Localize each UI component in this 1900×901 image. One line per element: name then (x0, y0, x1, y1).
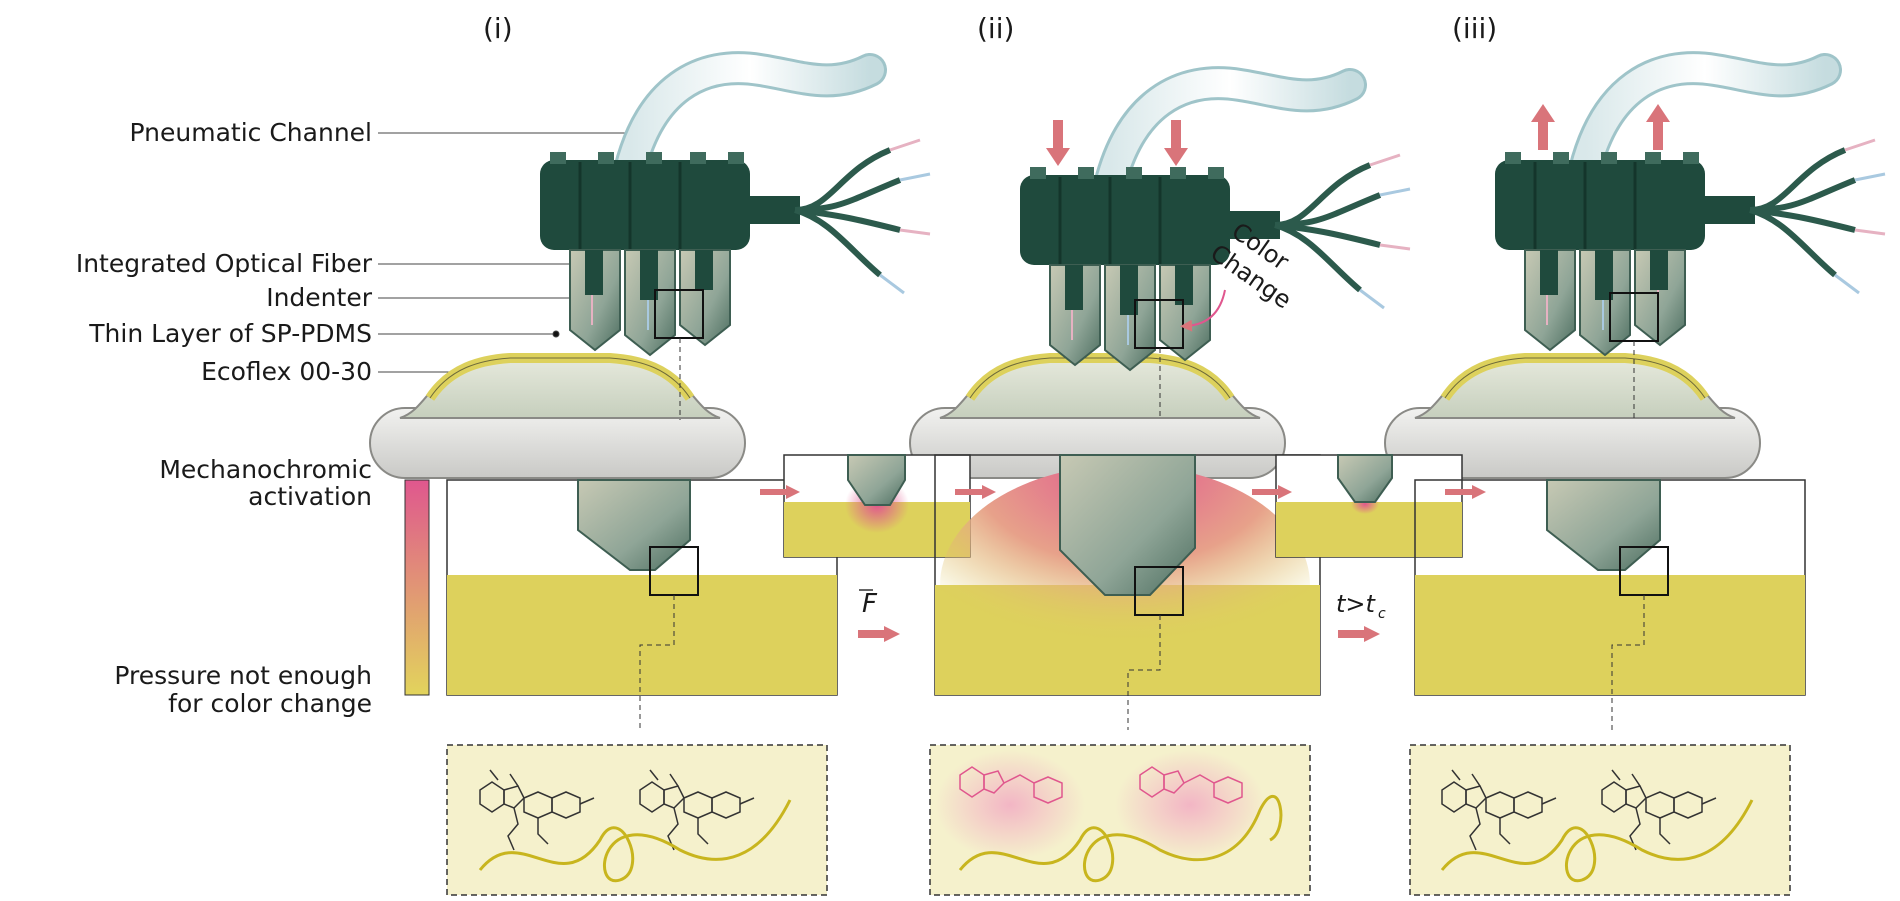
cross-section-i (446, 479, 838, 730)
label-for-color-change: for color change (168, 689, 372, 718)
molecule-box-i (446, 744, 828, 896)
label-pressure-not-enough: Pressure not enough (114, 661, 372, 690)
zoom-box-i (654, 289, 704, 339)
label-indenter: Indenter (266, 283, 372, 312)
label-ecoflex: Ecoflex 00-30 (201, 357, 372, 386)
time-label: t>t c (1336, 590, 1386, 622)
lift-up-arrows (1531, 104, 1670, 150)
device-panel-ii: Color Change (910, 83, 1410, 478)
panel-label-iii: (iii) (1452, 12, 1497, 45)
panel-label-ii: (ii) (977, 12, 1014, 45)
label-pneumatic-channel: Pneumatic Channel (130, 118, 372, 147)
label-sp-pdms: Thin Layer of SP-PDMS (88, 319, 372, 348)
force-arrow (858, 626, 900, 642)
label-time-sub: c (1378, 606, 1386, 622)
molecule-box-iii (1409, 744, 1791, 896)
press-down-arrows (1046, 120, 1188, 166)
label-activation: activation (248, 482, 372, 511)
inset-transition-2 (1252, 454, 1486, 558)
label-optical-fiber: Integrated Optical Fiber (76, 249, 373, 278)
device-panel-i (370, 68, 930, 478)
molecule-box-ii (929, 744, 1311, 896)
device-panel-iii (1385, 68, 1885, 478)
cross-section-iii (1414, 479, 1806, 730)
label-force: F (862, 589, 878, 619)
panel-label-i: (i) (483, 12, 513, 45)
activation-color-scale (404, 479, 430, 696)
label-mechanochromic: Mechanochromic (159, 455, 372, 484)
label-time: t>t (1336, 590, 1377, 618)
cross-section-ii (934, 454, 1321, 730)
time-arrow (1338, 626, 1380, 642)
inset-transition-1 (760, 454, 996, 558)
